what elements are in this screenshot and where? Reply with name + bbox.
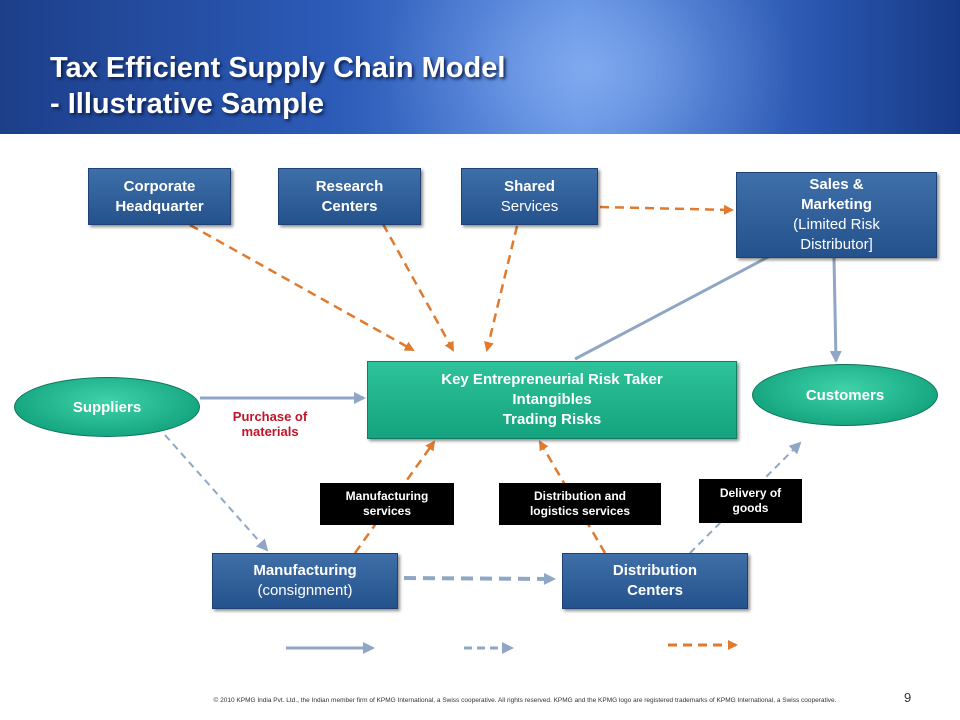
arrow-research-to-key [381, 223, 455, 352]
sales-marketing-box: Sales & Marketing (Limited Risk Distribu… [736, 172, 937, 258]
arrow-hq-to-key [189, 223, 415, 352]
arrow-shared-to-key [484, 225, 519, 352]
shared-services-top: Shared [504, 177, 555, 195]
manufacturing-box: Manufacturing (consignment) [212, 553, 398, 609]
arrow-sales-to-customers [829, 257, 842, 363]
shared-services-box: Shared Services [461, 168, 598, 225]
research-centers-box: Research Centers [278, 168, 421, 225]
page-number: 9 [904, 690, 912, 705]
arrow-suppliers-to-manufacturing [164, 434, 269, 552]
copyright-footer: © 2010 KPMG India Pvt. Ltd., the Indian … [213, 697, 837, 704]
suppliers-ellipse: Suppliers [14, 377, 200, 437]
delivery-of-goods-tag: Delivery of goods [699, 479, 802, 523]
manufacturing-title: Manufacturing [253, 562, 357, 579]
distribution-logistics-tag: Distribution and logistics services [499, 483, 661, 525]
sales-marketing-subtitle: (Limited Risk Distributor] [793, 216, 880, 253]
manufacturing-services-tag: Manufacturing services [320, 483, 454, 525]
slide-title: Tax Efficient Supply Chain Model - Illus… [50, 52, 506, 120]
manufacturing-subtitle: (consignment) [257, 582, 353, 599]
arrow-shared-to-sales [599, 204, 734, 215]
purchase-of-materials-label: Purchase of materials [232, 409, 308, 439]
line-key-to-sales [574, 254, 771, 361]
shared-services-bottom: Services [500, 197, 559, 215]
slide-header: Tax Efficient Supply Chain Model - Illus… [0, 0, 960, 134]
sales-marketing-title: Sales & Marketing [801, 176, 872, 213]
corporate-headquarter-box: Corporate Headquarter [88, 168, 231, 225]
distribution-centers-box: Distribution Centers [562, 553, 748, 609]
header-highlight [380, 0, 800, 134]
arrow-manufacturing-to-distribution [403, 572, 556, 585]
key-risk-taker-box: Key Entrepreneurial Risk Taker Intangibl… [367, 361, 737, 439]
customers-ellipse: Customers [752, 364, 938, 426]
